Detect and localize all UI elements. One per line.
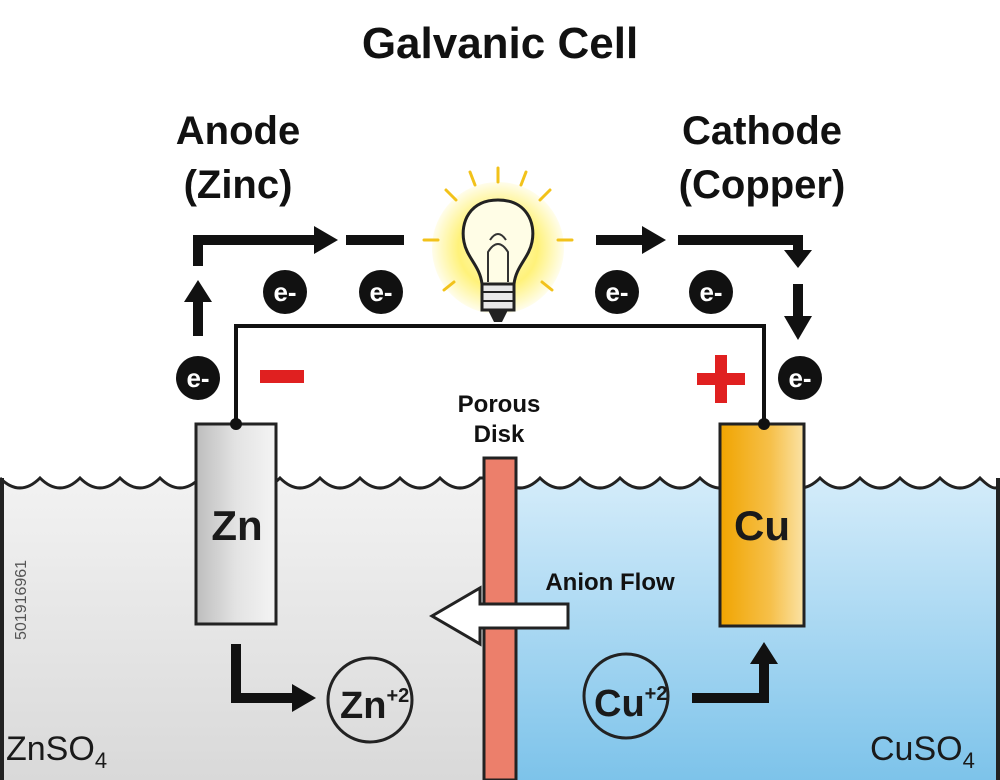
arrowhead-right-1 bbox=[314, 226, 338, 254]
positive-sign-icon bbox=[697, 355, 745, 403]
left-solution-formula: ZnSO4 bbox=[6, 730, 107, 773]
electron-badge: e- bbox=[263, 270, 307, 314]
svg-text:e-: e- bbox=[699, 277, 722, 307]
copper-electrode bbox=[718, 422, 806, 628]
anode-sublabel: (Zinc) bbox=[184, 163, 293, 207]
light-bulb-icon bbox=[422, 166, 574, 322]
svg-text:e-: e- bbox=[605, 277, 628, 307]
electron-badge: e- bbox=[176, 356, 220, 400]
electron-badge: e- bbox=[595, 270, 639, 314]
anion-flow-label: Anion Flow bbox=[545, 569, 675, 596]
right-solution-formula: CuSO4 bbox=[870, 730, 975, 773]
anode-terminal bbox=[230, 418, 242, 430]
external-wire bbox=[234, 324, 766, 424]
electron-flow-arrows bbox=[193, 235, 803, 336]
zinc-ion-arrow bbox=[231, 644, 316, 712]
negative-sign-icon bbox=[260, 370, 304, 383]
svg-text:e-: e- bbox=[273, 277, 296, 307]
svg-text:e-: e- bbox=[369, 277, 392, 307]
cathode-terminal bbox=[758, 418, 770, 430]
arrowhead-down-2 bbox=[784, 316, 812, 340]
copper-ion-circle bbox=[582, 652, 670, 740]
arrowhead-up-1 bbox=[184, 280, 212, 302]
zinc-ion-circle bbox=[326, 656, 414, 744]
porous-disk-label-line2: Disk bbox=[474, 421, 525, 448]
zinc-symbol: Zn bbox=[211, 502, 262, 549]
electron-arrowheads bbox=[184, 226, 812, 340]
anion-flow-arrow bbox=[429, 585, 570, 647]
copper-symbol: Cu bbox=[734, 502, 790, 549]
copper-ion-label: Cu+2 bbox=[594, 683, 667, 725]
electron-badge: e- bbox=[689, 270, 733, 314]
porous-disk-label: Porous bbox=[458, 391, 541, 418]
arrowhead-down-1 bbox=[784, 250, 812, 268]
cathode-label: Cathode bbox=[682, 109, 842, 153]
electron-badge: e- bbox=[359, 270, 403, 314]
zinc-ion-label: Zn+2 bbox=[340, 685, 409, 727]
electron-badge: e- bbox=[778, 356, 822, 400]
page-title: Galvanic Cell bbox=[362, 19, 638, 68]
svg-text:e-: e- bbox=[186, 363, 209, 393]
svg-text:e-: e- bbox=[788, 363, 811, 393]
arrowhead-right-2 bbox=[642, 226, 666, 254]
watermark-id: 501916961 bbox=[13, 560, 30, 640]
cathode-sublabel: (Copper) bbox=[679, 163, 846, 207]
copper-ion-arrow bbox=[692, 642, 778, 703]
anode-label: Anode bbox=[176, 109, 300, 153]
